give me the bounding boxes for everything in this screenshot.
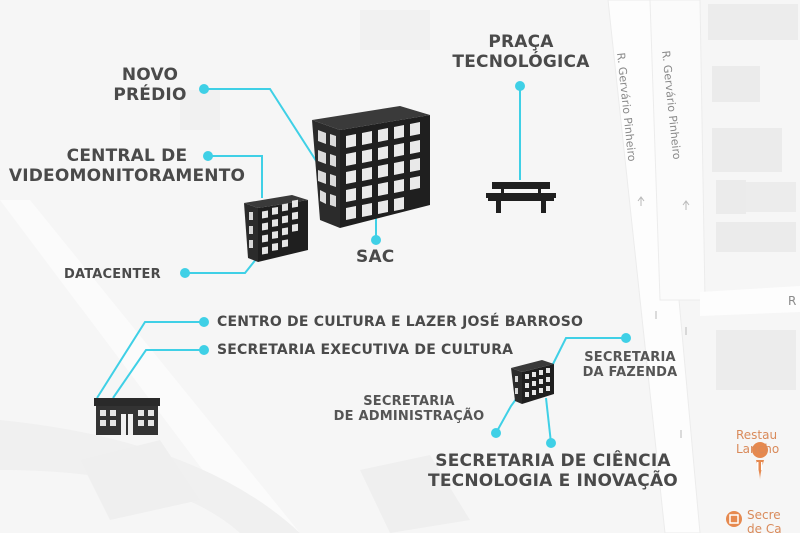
connector-datacenter <box>185 257 258 274</box>
connector-dot-datacenter <box>180 268 190 278</box>
diagonal-road-left <box>0 200 300 533</box>
label-praca-line1: PRAÇA <box>488 32 554 52</box>
connector-dot-centro-cultura <box>199 317 209 327</box>
connector-dot-sac <box>371 235 381 245</box>
block-5 <box>746 182 796 212</box>
label-ciencia-line1: SECRETARIA DE CIÊNCIA <box>435 451 671 471</box>
restaurant-poi-line1: Restau <box>736 428 778 442</box>
street-gervario-main <box>607 0 701 533</box>
connector-ciencia <box>545 397 552 444</box>
connector-central <box>208 155 263 198</box>
label-secretaria-administracao: SECRETARIA DE ADMINISTRAÇÃO <box>326 394 492 425</box>
secretaria-poi-label: Secre de Ca <box>747 508 782 533</box>
block-1 <box>708 4 798 40</box>
label-fazenda-line1: SECRETARIA <box>584 350 676 365</box>
secretaria-poi-line1: Secre <box>747 508 781 522</box>
connector-novo-predio <box>204 88 323 171</box>
label-centro-cultura-text: CENTRO DE CULTURA E LAZER JOSÉ BARROSO <box>217 314 584 330</box>
label-secretaria-cultura: SECRETARIA EXECUTIVA DE CULTURA <box>217 342 513 358</box>
connector-dot-fazenda <box>621 333 631 343</box>
praca-bench-icon <box>486 182 556 213</box>
label-praca-line2: TECNOLÓGICA <box>452 51 590 72</box>
label-novo-predio: NOVO PRÉDIO <box>110 65 190 105</box>
label-central-videomonitoramento: CENTRAL DE VIDEOMONITORAMENTO <box>5 146 249 186</box>
secretarias-building-icon <box>511 360 554 404</box>
secretaria-poi-pin-icon <box>726 511 742 527</box>
novo-predio-building-icon <box>312 106 430 228</box>
label-datacenter: DATACENTER <box>64 267 161 283</box>
label-novo-predio-line2: PRÉDIO <box>113 84 187 105</box>
label-sac-text: SAC <box>356 247 395 267</box>
label-central-line2: VIDEOMONITORAMENTO <box>8 165 246 186</box>
connector-dot-novo-predio <box>199 84 209 94</box>
label-secretaria-fazenda: SECRETARIA DA FAZENDA <box>574 350 686 381</box>
label-novo-predio-line1: NOVO <box>121 65 179 85</box>
block-6 <box>716 222 796 252</box>
connector-dot-administracao <box>491 428 501 438</box>
block-9 <box>360 455 470 533</box>
label-datacenter-text: DATACENTER <box>64 267 161 282</box>
block-2 <box>712 66 760 102</box>
label-ciencia-line2: TECNOLOGIA E INOVAÇÃO <box>428 470 678 491</box>
secretaria-poi-line2: de Ca <box>747 522 782 533</box>
label-administracao-line1: SECRETARIA <box>363 394 455 409</box>
label-secretaria-ciencia: SECRETARIA DE CIÊNCIA TECNOLOGIA E INOVA… <box>424 451 682 491</box>
restaurant-poi-label: Restau Lancho <box>736 428 779 457</box>
street-arrow-2 <box>682 200 690 210</box>
block-3 <box>712 128 782 172</box>
label-administracao-line2: DE ADMINISTRAÇÃO <box>333 408 485 424</box>
restaurant-pin-icon <box>752 442 769 480</box>
restaurant-poi-line2: Lancho <box>736 442 780 457</box>
connector-centro-cultura <box>96 321 204 399</box>
connector-dot-praca <box>515 81 525 91</box>
cross-street <box>700 286 800 316</box>
connector-dot-ciencia <box>546 438 556 448</box>
connector-secretaria-cultura <box>112 349 204 399</box>
connector-dot-central <box>203 151 213 161</box>
label-fazenda-line2: DA FAZENDA <box>582 364 678 380</box>
label-sac: SAC <box>356 247 395 268</box>
label-centro-cultura: CENTRO DE CULTURA E LAZER JOSÉ BARROSO <box>217 314 583 330</box>
block-7 <box>716 330 796 390</box>
block-11 <box>180 90 220 130</box>
label-central-line1: CENTRAL DE <box>66 146 188 166</box>
block-10 <box>360 10 430 50</box>
street-label-edge: R <box>788 294 797 308</box>
central-building-icon <box>244 195 308 262</box>
label-praca-tecnologica: PRAÇA TECNOLÓGICA <box>448 32 594 72</box>
connector-fazenda <box>546 337 626 377</box>
block-8 <box>80 440 200 520</box>
connector-dot-secretaria-cultura <box>199 345 209 355</box>
street-arrow-1 <box>637 196 645 206</box>
label-secretaria-cultura-text: SECRETARIA EXECUTIVA DE CULTURA <box>217 342 514 358</box>
block-4 <box>716 180 746 214</box>
connector-dots <box>180 81 631 448</box>
cultura-building-icon <box>94 398 160 435</box>
